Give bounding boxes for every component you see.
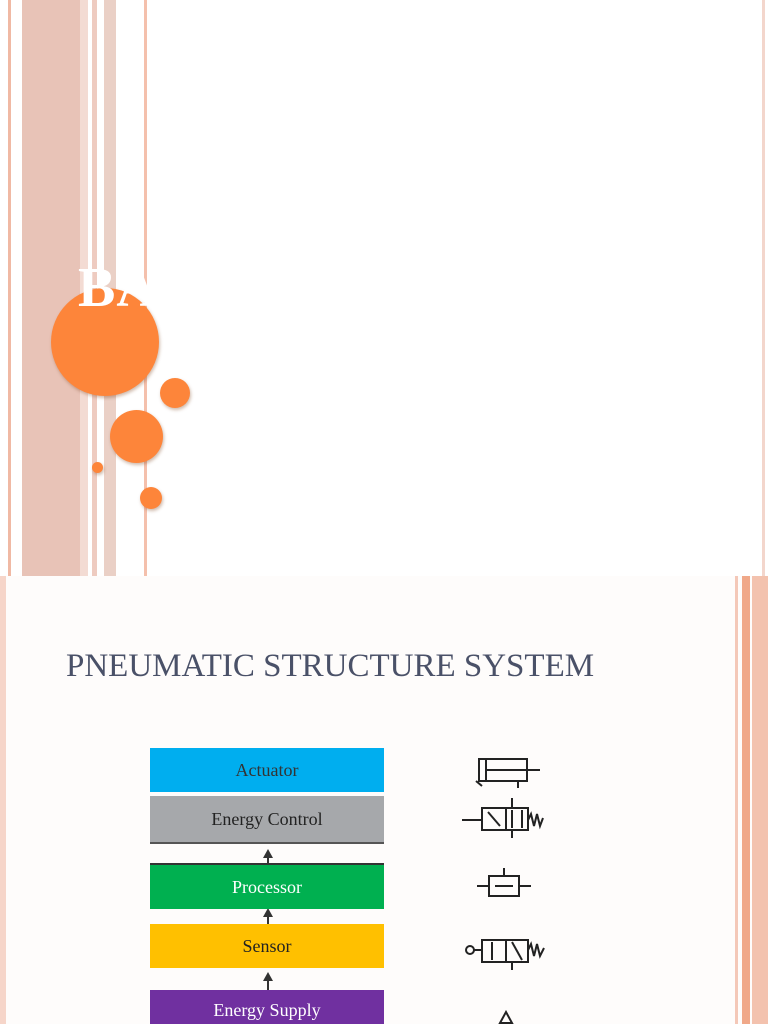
block-label: Actuator [235,759,299,780]
decorative-stripe [735,576,738,1024]
decorative-circle [110,410,163,463]
flow-arrow [263,849,273,858]
decorative-stripe [8,0,11,576]
flow-arrow [267,979,269,991]
decorative-stripe [762,0,765,576]
flow-arrow [263,908,273,917]
block-energy-supply: Energy Supply [150,990,384,1024]
directional-valve-symbol [462,798,544,838]
cylinder-symbol [475,758,540,788]
processor-valve-symbol [477,868,531,897]
decorative-stripe [752,576,768,1024]
block-processor: Processor [150,863,384,909]
slide-title: PNEUMATIC STRUCTURE SYSTEM [66,648,595,684]
energy-supply-symbol [498,1010,514,1024]
decorative-stripe [0,576,6,1024]
block-label: Energy Supply [213,999,321,1020]
decorative-circle [92,462,103,473]
flow-arrow [267,917,269,925]
decorative-stripe [22,0,80,576]
block-actuator: Actuator [150,748,384,792]
flow-arrow [267,858,269,866]
block-energy-control: Energy Control [150,796,384,844]
sensor-valve-symbol [465,939,545,970]
content-slide: PNEUMATIC STRUCTURE SYSTEM Actuator Ener… [0,576,768,1024]
block-label: Energy Control [211,808,323,829]
block-sensor: Sensor [150,924,384,968]
block-label: Processor [232,876,302,897]
decorative-stripe [742,576,750,1024]
slide-title: BASIC [78,260,156,316]
decorative-stripe [80,0,88,576]
decorative-stripe [144,0,147,576]
flow-arrow [263,972,273,981]
decorative-circle [51,288,159,396]
decorative-circle [140,487,162,509]
decorative-circle [160,378,190,408]
block-label: Sensor [242,935,292,956]
title-slide: BASIC [8,0,765,576]
